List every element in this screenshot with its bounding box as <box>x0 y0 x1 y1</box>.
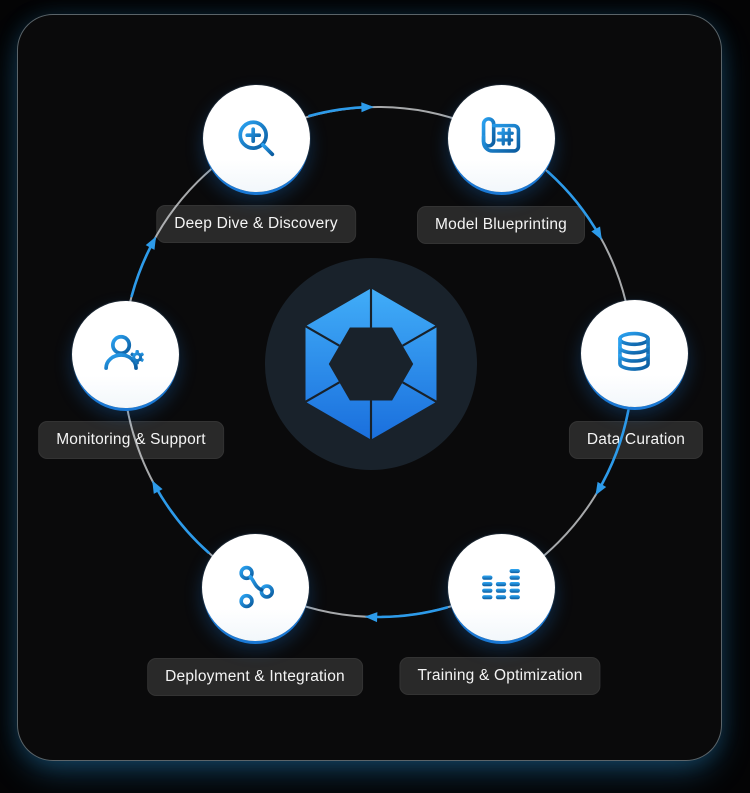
hexagon-ring-logo-icon <box>264 257 478 471</box>
blueprint-icon <box>481 117 521 153</box>
label-text: Deep Dive & Discovery <box>174 215 338 232</box>
git-branch-icon <box>239 565 275 609</box>
label-monitoring: Monitoring & Support <box>38 421 224 459</box>
label-text: Deployment & Integration <box>165 668 345 685</box>
label-training: Training & Optimization <box>399 657 601 695</box>
label-data-curation: Data Curation <box>568 421 704 459</box>
node-deployment <box>201 533 309 641</box>
label-blueprinting: Model Blueprinting <box>417 206 585 244</box>
node-blueprinting <box>447 84 555 192</box>
zoom-in-icon <box>238 120 275 157</box>
label-deep-dive: Deep Dive & Discovery <box>156 205 356 243</box>
equalizer-icon <box>482 569 520 600</box>
node-training <box>447 533 555 641</box>
center-logo <box>263 256 479 472</box>
label-text: Data Curation <box>586 431 686 448</box>
label-text: Training & Optimization <box>417 667 583 684</box>
user-gear-icon <box>104 334 144 370</box>
node-data-curation <box>580 299 688 407</box>
label-text: Model Blueprinting <box>435 216 567 233</box>
node-monitoring <box>71 300 179 408</box>
node-deep-dive <box>202 84 310 192</box>
label-text: Monitoring & Support <box>56 431 206 448</box>
label-deployment: Deployment & Integration <box>147 658 363 696</box>
database-icon <box>618 331 650 371</box>
